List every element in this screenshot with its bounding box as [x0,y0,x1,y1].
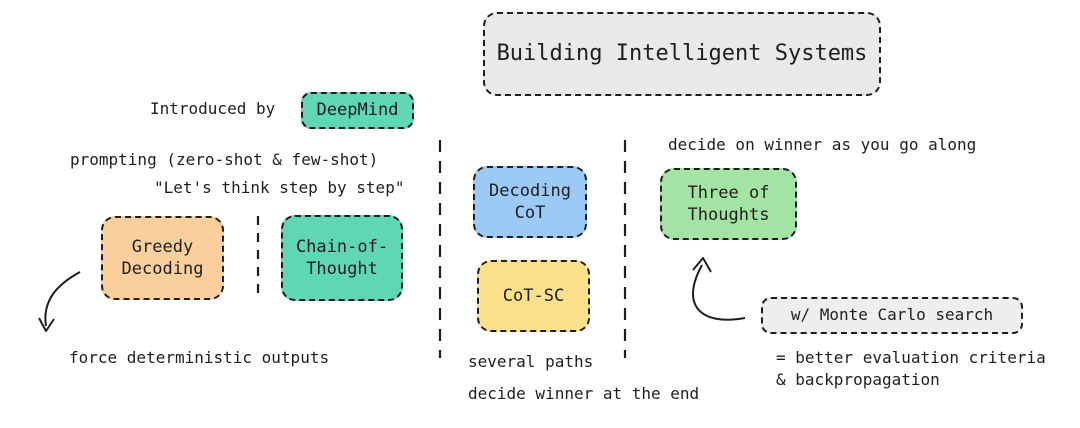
decoding-cot-box: Decoding CoT [473,166,587,238]
greedy-decoding-box: Greedy Decoding [101,216,224,300]
chain-of-thought-label: Chain-of- Thought [295,236,389,279]
decoding-cot-label: Decoding CoT [489,180,571,223]
cot-sc-box: CoT-SC [477,260,590,332]
intro-text: Introduced by [150,99,276,118]
force-text: force deterministic outputs [69,348,330,367]
cot-sc-label: CoT-SC [502,285,565,306]
arrow-to-three [692,264,746,321]
title-box: Building Intelligent Systems [483,12,881,96]
arrowhead-three [692,257,712,273]
monte-carlo-box: w/ Monte Carlo search [761,297,1023,334]
arrowhead-force [38,317,55,332]
decide-along-text: decide on winner as you go along [668,135,977,154]
title-text: Building Intelligent Systems [496,40,868,66]
arrow-to-force [44,271,81,327]
chain-of-thought-box: Chain-of- Thought [281,215,403,301]
several-paths-text: several paths [468,352,594,371]
better-criteria-text: = better evaluation criteria & backpropa… [776,348,1046,389]
quote-text: "Let's think step by step" [154,178,405,197]
monte-carlo-label: w/ Monte Carlo search [790,305,994,325]
greedy-decoding-label: Greedy Decoding [121,236,204,279]
prompting-text: prompting (zero-shot & few-shot) [70,150,379,169]
deepmind-label: DeepMind [316,100,399,121]
decide-end-text: decide winner at the end [468,384,700,403]
deepmind-box: DeepMind [301,92,414,129]
three-of-thoughts-label: Three of Thoughts [687,182,770,225]
three-of-thoughts-box: Three of Thoughts [660,168,797,240]
